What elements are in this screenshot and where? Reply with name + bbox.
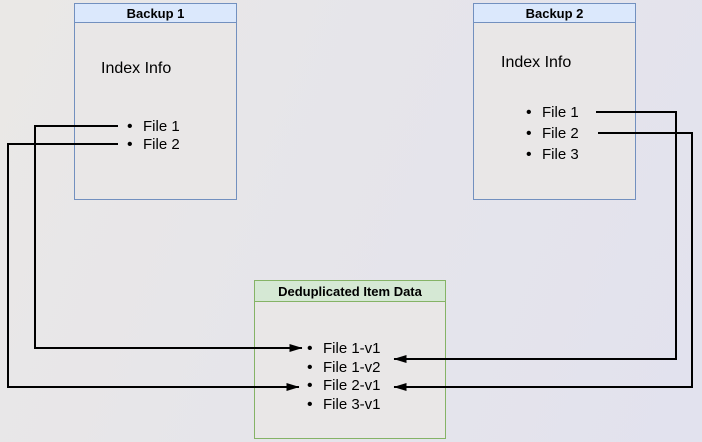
list-item: File 3 (526, 144, 579, 165)
list-item: File 1-v2 (307, 359, 381, 378)
list-item: File 2-v1 (307, 377, 381, 396)
list-item: File 1 (526, 102, 579, 123)
dedup-title: Deduplicated Item Data (255, 281, 445, 302)
backup1-box: Backup 1 Index Info File 1 File 2 (74, 3, 237, 200)
list-item: File 1 (127, 118, 180, 136)
deduplicated-item-data-box: Deduplicated Item Data File 1-v1 File 1-… (254, 280, 446, 439)
list-item: File 2 (127, 136, 180, 154)
backup2-title: Backup 2 (474, 4, 635, 23)
backup2-file-list: File 1 File 2 File 3 (526, 102, 579, 165)
dedup-file-list: File 1-v1 File 1-v2 File 2-v1 File 3-v1 (307, 340, 381, 414)
list-item: File 3-v1 (307, 396, 381, 415)
backup1-file-list: File 1 File 2 (127, 118, 180, 154)
backup2-subtitle: Index Info (501, 54, 572, 71)
list-item: File 2 (526, 123, 579, 144)
backup1-subtitle: Index Info (101, 60, 172, 77)
backup1-title: Backup 1 (75, 4, 236, 23)
backup2-box: Backup 2 Index Info File 1 File 2 File 3 (473, 3, 636, 200)
list-item: File 1-v1 (307, 340, 381, 359)
